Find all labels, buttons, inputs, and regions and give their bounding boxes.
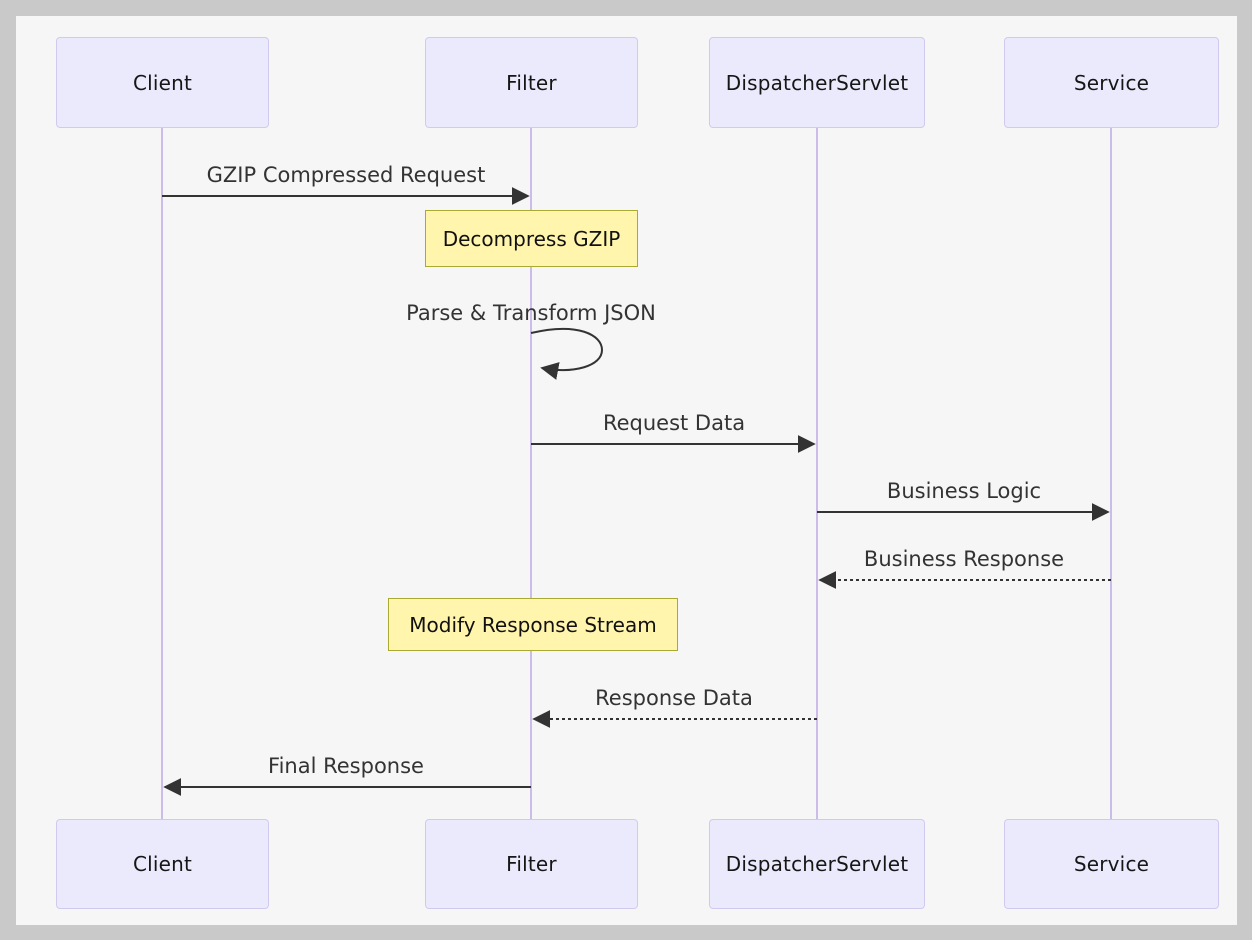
message-label-business-response: Business Response [863,547,1065,571]
diagram-lines-layer [161,128,1112,819]
participant-label: DispatcherServlet [725,852,909,876]
participant-service-bottom: Service [1004,819,1219,909]
arrow-self-parse-transform-json [530,327,604,380]
participant-filter-top: Filter [425,37,638,128]
message-label-request-data: Request Data [602,411,746,435]
note-decompress-gzip: Decompress GZIP [425,210,638,267]
participant-client-bottom: Client [56,819,269,909]
participant-label: Service [1073,70,1150,95]
participant-label: Client [132,70,193,95]
message-label-response-data: Response Data [595,686,753,710]
participant-label: Filter [506,70,557,95]
message-label-parse-transform-json: Parse & Transform JSON [406,301,656,325]
message-label-final-response: Final Response [268,754,424,778]
participant-dispatcherservlet-bottom: DispatcherServlet [709,819,925,909]
participant-client-top: Client [56,37,269,128]
sequence-diagram-canvas: Client Filter DispatcherServlet Service … [16,16,1237,925]
participant-dispatcherservlet-top: DispatcherServlet [709,37,925,128]
message-label-business-logic: Business Logic [886,479,1042,503]
note-modify-response-stream: Modify Response Stream [388,598,678,651]
participant-label: Client [132,852,193,876]
participant-filter-bottom: Filter [425,819,638,909]
participant-label: DispatcherServlet [725,70,909,95]
participant-service-top: Service [1004,37,1219,128]
participant-label: Service [1073,852,1150,876]
message-label-gzip-compressed-request: GZIP Compressed Request [206,163,486,187]
participant-label: Filter [506,852,557,876]
